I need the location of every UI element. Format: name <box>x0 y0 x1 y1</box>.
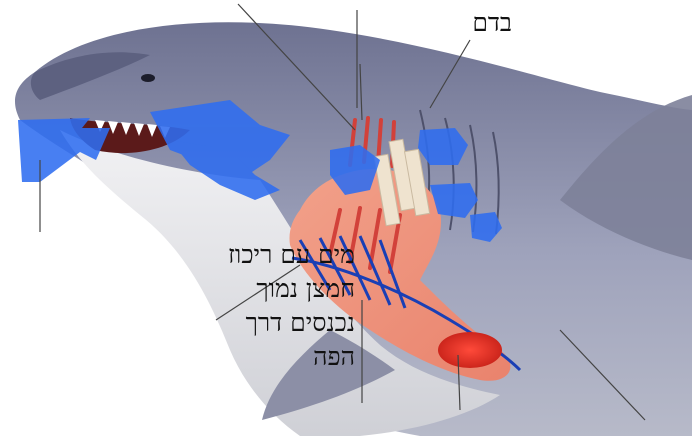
label-water-line-2: חמצן נמוך <box>205 272 355 306</box>
label-water-line-1: מים עם ריכוז <box>205 238 355 272</box>
label-blood: בדם <box>452 6 512 40</box>
heart <box>438 332 502 368</box>
label-water-line-3: נכנסים דרך <box>205 306 355 340</box>
label-water-line-4: הפה <box>205 340 355 374</box>
label-water-inflow: מים עם ריכוז חמצן נמוך נכנסים דרך הפה <box>205 238 355 374</box>
eye <box>141 74 155 82</box>
